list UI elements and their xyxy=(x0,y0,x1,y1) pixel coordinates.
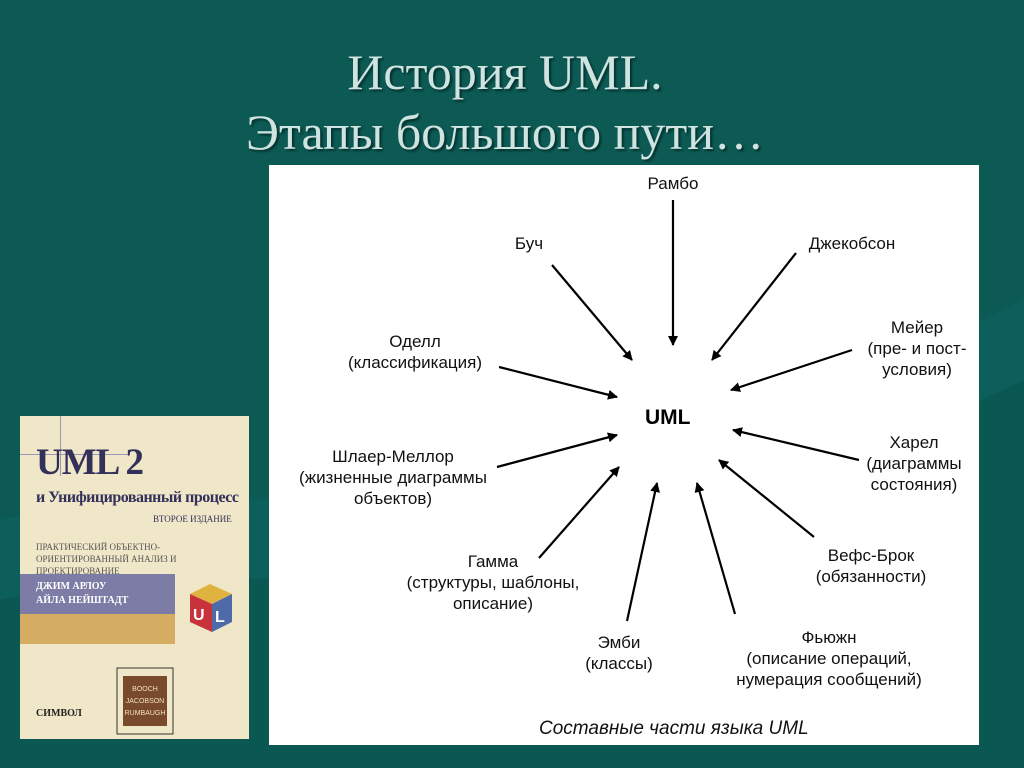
node-label-embley: (классы) xyxy=(585,654,653,673)
node-label-harel: (диаграммы xyxy=(866,454,961,473)
arrow-wirfs xyxy=(718,459,815,538)
series-emblem: BOOCH JACOBSON RUMBAUGH xyxy=(116,667,174,735)
node-label-harel: Харел xyxy=(889,433,938,452)
node-label-wirfs: Вефс-Брок xyxy=(828,546,915,565)
node-label-meyer: (пре- и пост- xyxy=(868,339,967,358)
arrow-harel xyxy=(732,427,860,462)
author-2: АЙЛА НЕЙШТАДТ xyxy=(36,595,129,606)
cover-decoration xyxy=(60,416,61,476)
book-cover-image: UML 2 и Унифицированный процесс ВТОРОЕ И… xyxy=(20,416,249,739)
cover-decoration xyxy=(20,454,130,455)
node-label-shlaer: Шлаер-Меллор xyxy=(332,447,454,466)
node-label-wirfs: (обязанности) xyxy=(816,567,927,586)
arrow-fusion xyxy=(694,482,737,615)
node-label-rambo: Рамбо xyxy=(648,174,699,193)
uml-cube-logo: U L xyxy=(190,584,232,632)
node-label-jacobson: Джекобсон xyxy=(809,234,896,253)
node-label-odell: (классификация) xyxy=(348,353,482,372)
title-line-2: Этапы большого пути… xyxy=(245,104,765,160)
title-line-1: История UML. xyxy=(347,44,663,100)
book-authors: ДЖИМ АРЛОУ АЙЛА НЕЙШТАДТ xyxy=(20,574,175,614)
publisher-logo: СИМВОЛ xyxy=(36,708,82,719)
series-line-2: JACOBSON xyxy=(126,698,165,705)
arrow-jacobson xyxy=(711,252,797,361)
node-label-embley: Эмби xyxy=(598,633,641,652)
node-label-booch: Буч xyxy=(515,234,543,253)
arrow-odell xyxy=(498,365,618,400)
node-label-harel: состояния) xyxy=(871,475,958,494)
svg-text:L: L xyxy=(215,609,225,626)
node-label-meyer: условия) xyxy=(882,360,952,379)
node-label-odell: Оделл xyxy=(389,332,441,351)
book-description: ПРАКТИЧЕСКИЙ ОБЪЕКТНО-ОРИЕНТИРОВАННЫЙ АН… xyxy=(36,542,177,576)
arrow-gamma xyxy=(538,466,620,559)
author-1: ДЖИМ АРЛОУ xyxy=(36,581,107,592)
arrows xyxy=(496,200,860,622)
svg-text:U: U xyxy=(193,607,205,624)
node-label-gamma: Гамма xyxy=(468,552,519,571)
node-label-shlaer: объектов) xyxy=(354,489,432,508)
node-label-gamma: описание) xyxy=(453,594,533,613)
node-label-gamma: (структуры, шаблоны, xyxy=(407,573,580,592)
center-label: UML xyxy=(645,406,691,429)
node-label-shlaer: (жизненные диаграммы xyxy=(299,468,487,487)
series-line-3: RUMBAUGH xyxy=(125,710,166,717)
book-edition: ВТОРОЕ ИЗДАНИЕ xyxy=(153,514,232,524)
node-label-fusion: нумерация сообщений) xyxy=(736,670,922,689)
arrow-embley xyxy=(625,482,660,622)
arrow-meyer xyxy=(730,348,853,392)
node-label-meyer: Мейер xyxy=(891,318,943,337)
book-subtitle: и Унифицированный процесс xyxy=(36,489,239,506)
arrow-booch xyxy=(551,264,633,361)
slide-title: История UML. Этапы большого пути… xyxy=(0,42,1010,162)
series-line-1: BOOCH xyxy=(132,686,158,693)
diagram-caption: Составные части языка UML xyxy=(539,718,809,739)
arrow-shlaer xyxy=(496,432,618,469)
node-label-fusion: Фьюжн xyxy=(801,628,856,647)
node-label-fusion: (описание операций, xyxy=(746,649,911,668)
book-title: UML 2 xyxy=(36,442,144,483)
cover-band xyxy=(20,614,175,644)
